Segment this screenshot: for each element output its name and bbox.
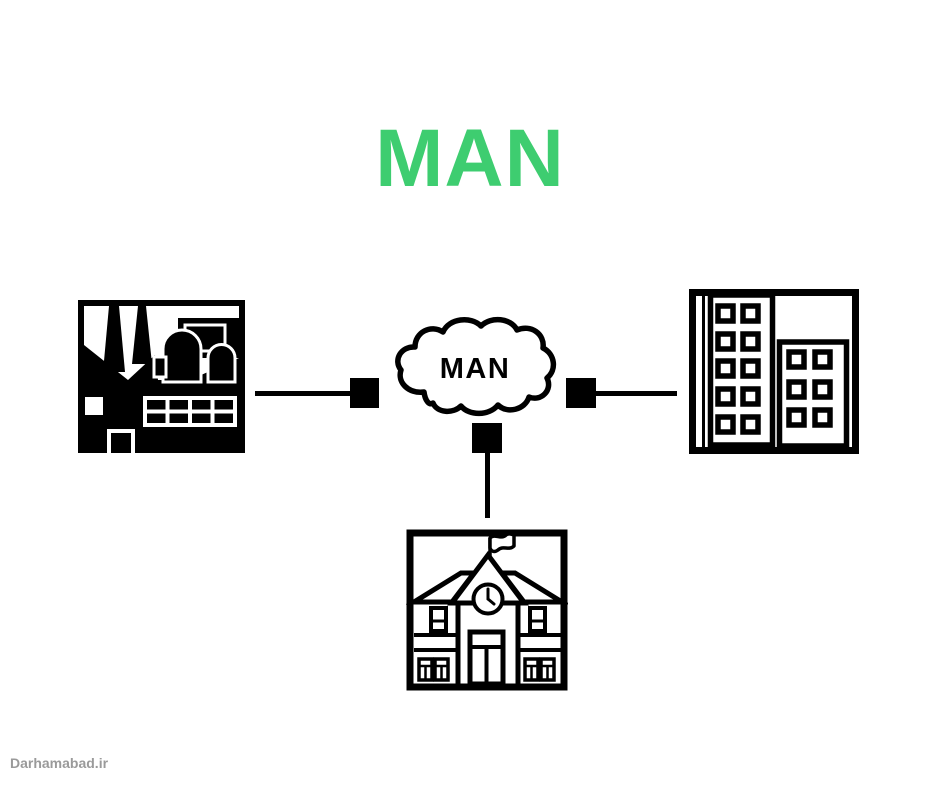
connector-line-office — [596, 391, 677, 396]
connector-line-school — [485, 452, 490, 518]
office-building-icon — [689, 289, 859, 454]
network-node-bottom-icon — [472, 423, 502, 453]
network-node-left-icon — [350, 378, 379, 408]
school-icon — [406, 529, 568, 691]
watermark: Darhamabad.ir — [10, 755, 109, 771]
connector-line-factory — [255, 391, 351, 396]
cloud-icon: MAN — [395, 316, 557, 417]
page-title: MAN — [375, 113, 565, 204]
factory-icon — [78, 300, 245, 453]
network-node-right-icon — [566, 378, 596, 408]
cloud-label: MAN — [440, 353, 511, 385]
